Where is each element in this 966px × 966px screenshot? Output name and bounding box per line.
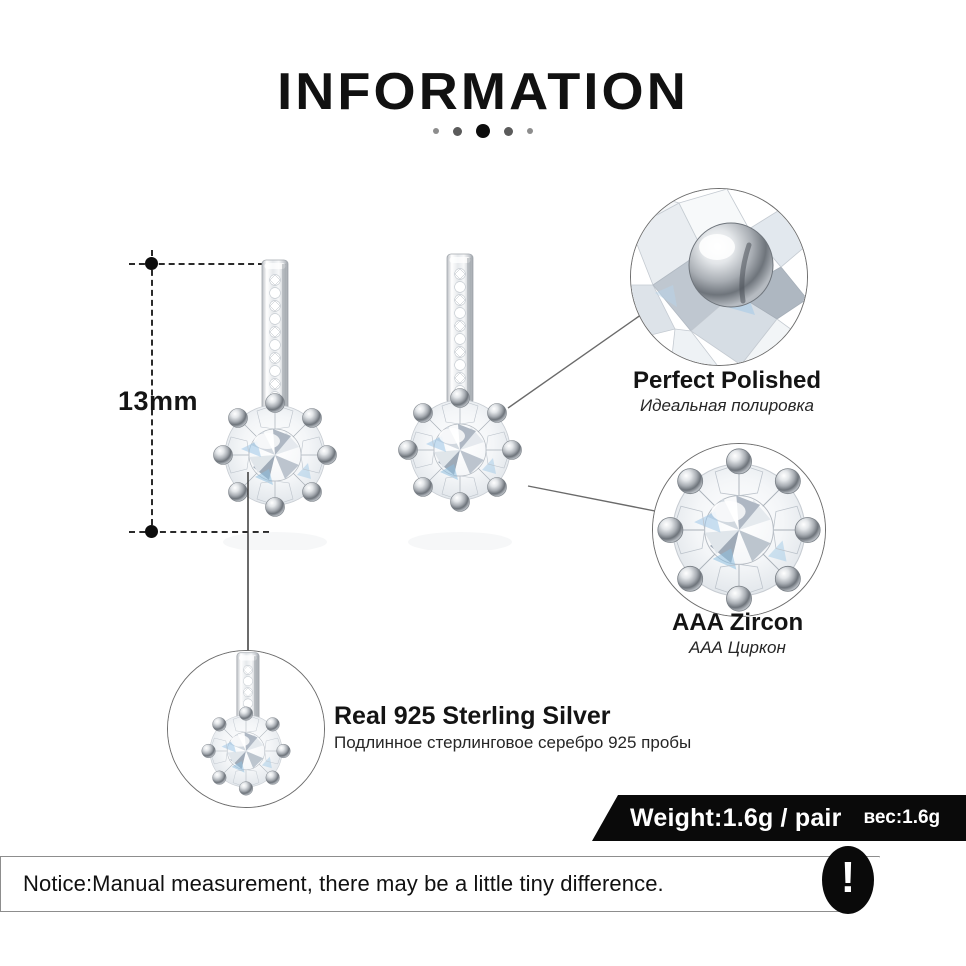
decorative-dot: [476, 124, 490, 138]
measurement-bottom-dashed-line: [129, 531, 269, 533]
magnifier-aaa-zircon: [652, 443, 826, 617]
magnifier-sterling-silver: [167, 650, 325, 808]
measurement-bottom-endpoint-dot: [145, 525, 158, 538]
notice-bar: Notice:Manual measurement, there may be …: [0, 856, 880, 912]
callout-title-perfect-polished: Perfect Polished: [633, 367, 822, 394]
callout-title-sterling-silver: Real 925 Sterling Silver: [334, 702, 611, 730]
weight-label-ru: вес:1.6g: [863, 807, 941, 828]
measurement-top-dashed-line: [129, 263, 264, 265]
exclamation-icon: !: [822, 846, 874, 914]
decorative-dot: [527, 128, 533, 134]
earring-right: [398, 253, 522, 550]
earring-left: [213, 259, 337, 550]
exclamation-glyph: !: [840, 853, 856, 902]
weight-label-en: Weight:1.6g / pair: [630, 803, 842, 832]
title-decorative-dots: [0, 124, 966, 138]
decorative-dot: [453, 126, 462, 136]
callout-title-aaa-zircon: AAA Zircon: [672, 609, 804, 636]
measurement-vertical-dashed-line: [151, 250, 153, 535]
measurement-top-endpoint-dot: [145, 257, 158, 270]
decorative-dot: [504, 126, 513, 136]
weight-banner: Weight:1.6g / pair вес:1.6g: [592, 795, 966, 841]
decorative-dot: [433, 128, 439, 134]
callout-subtitle-aaa-zircon: ААА Циркон: [689, 638, 786, 657]
callout-subtitle-sterling-silver: Подлинное стерлинговое серебро 925 пробы: [334, 733, 692, 752]
page-title: INFORMATION: [277, 63, 689, 121]
notice-text: Notice:Manual measurement, there may be …: [23, 871, 664, 896]
magnifier-perfect-polished: [630, 188, 808, 366]
callout-subtitle-perfect-polished: Идеальная полировка: [640, 396, 814, 415]
measurement-label: 13mm: [118, 386, 199, 416]
